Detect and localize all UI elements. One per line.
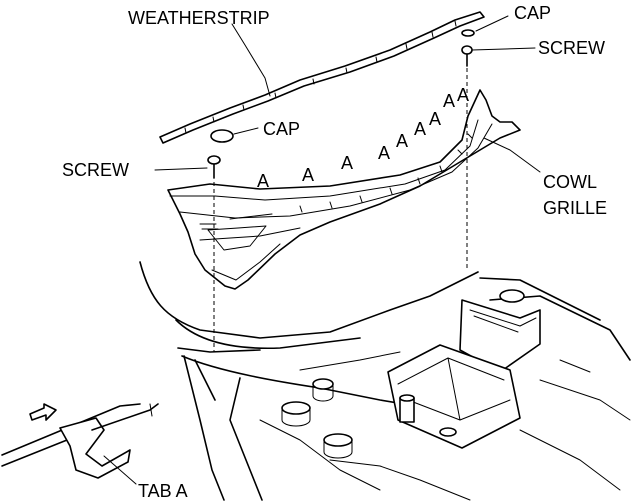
label-screw-right: SCREW [538, 38, 605, 58]
cap-left-part [210, 129, 234, 143]
label-cap-top: CAP [514, 3, 551, 23]
label-tab-a: TAB A [138, 481, 188, 501]
marker-a: A [414, 119, 426, 139]
label-grille: GRILLE [543, 198, 607, 218]
label-screw-left: SCREW [62, 160, 129, 180]
tab-a-detail [1, 403, 159, 485]
screw-right-part [461, 45, 536, 67]
cowl-grille-part [167, 89, 521, 290]
marker-a: A [378, 143, 390, 163]
marker-a: A [341, 153, 353, 173]
marker-a: A [457, 85, 469, 105]
marker-a: A [443, 91, 455, 111]
marker-a: A [302, 165, 314, 185]
cap-right-part [461, 29, 475, 37]
marker-a: A [257, 171, 269, 191]
marker-a: A [429, 109, 441, 129]
engine-bay-background [139, 261, 631, 501]
label-cap-left: CAP [263, 119, 300, 139]
weatherstrip [159, 11, 485, 144]
label-weatherstrip: WEATHERSTRIP [128, 8, 270, 28]
label-cowl: COWL [543, 172, 597, 192]
screw-left-part [154, 155, 221, 179]
marker-a: A [396, 131, 408, 151]
